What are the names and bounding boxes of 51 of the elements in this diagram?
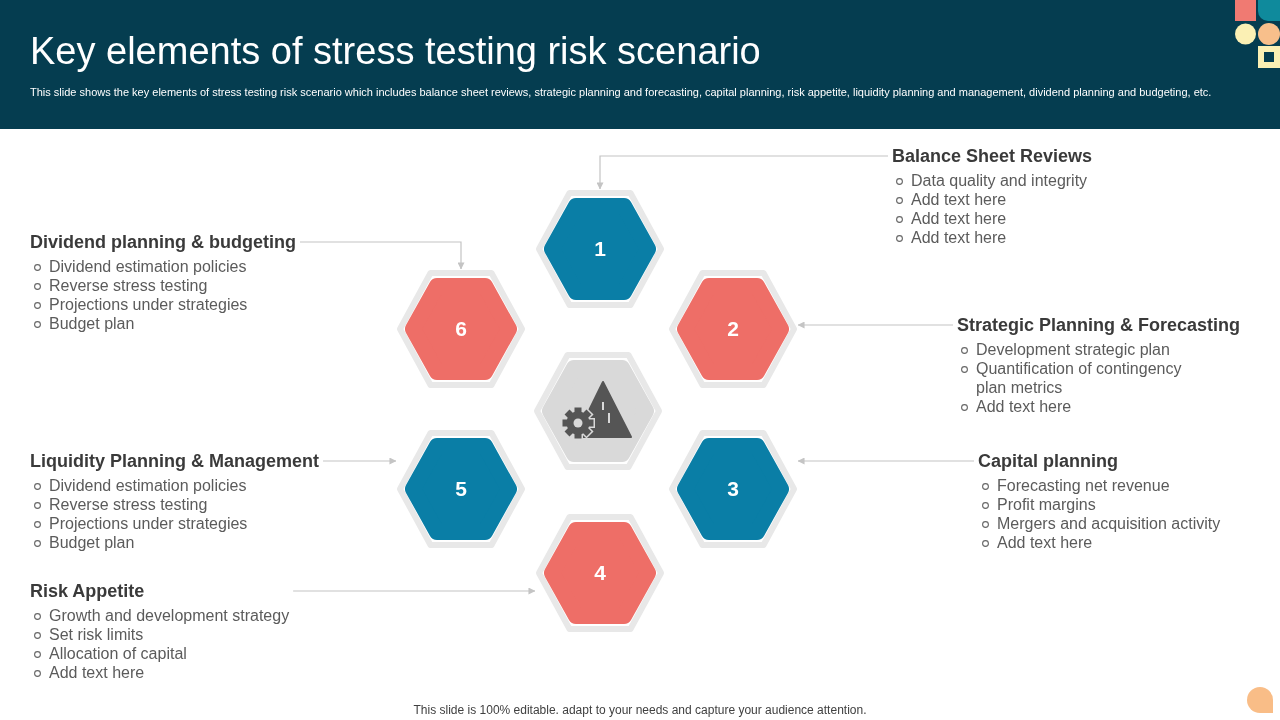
list-item: Set risk limits [49,625,144,644]
list-item: Budget plan [49,314,135,333]
list-item: Forecasting net revenue [997,476,1170,495]
step-number: 6 [455,317,467,341]
list-item: Reverse stress testing [49,495,208,514]
list-item: Reverse stress testing [49,276,208,295]
arrow [797,321,954,329]
heading: Liquidity Planning & Management [30,451,319,471]
heading: Strategic Planning & Forecasting [957,315,1241,335]
hexagon [396,269,526,389]
list-item: Budget plan [49,533,135,552]
list-item: Add text here [997,533,1093,552]
heading: Capital planning [978,451,1118,471]
hexagon [535,513,665,633]
step-number: 5 [455,477,467,501]
hexagon [533,351,663,471]
list-item: Growth and development strategy [49,606,290,625]
list-item: Projections under strategies [49,514,248,533]
hexagon [535,189,665,309]
list-item: Add text here [49,663,145,682]
list-item: Add text here [911,209,1007,228]
step-number: 4 [594,561,606,585]
list-item: Allocation of capital [49,644,187,663]
list-item: Add text here [976,397,1072,416]
step-number: 1 [594,237,606,261]
footer-note: This slide is 100% editable. adapt to your needs and capture your audience attention. [413,703,867,718]
arrow [292,587,536,595]
arrow [322,457,397,465]
list-item: Projections under strategies [49,295,248,314]
hexagon [396,429,526,549]
hexagon [668,269,798,389]
subtitle: This slide shows the key elements of stress testing risk scenario which includes balance sheet reviews, strategic planning and forecasting, capital planning, risk appetite, liquidity planning and management, dividend planning and budgeting, etc. [30,85,1213,99]
list-item: Dividend estimation policies [49,476,247,495]
list-item: Profit margins [997,495,1096,514]
step-number: 3 [727,477,739,501]
heading: Risk Appetite [30,581,145,601]
arrow [299,241,465,270]
list-item: Development strategic plan [976,340,1170,359]
list-item: Add text here [911,228,1007,247]
step-number: 2 [727,317,739,341]
heading: Dividend planning & budgeting [30,232,296,252]
heading: Balance Sheet Reviews [892,146,1093,166]
arrow [797,457,975,465]
list-item: Mergers and acquisition activity [997,514,1221,533]
arrow [596,155,889,190]
hexagon [668,429,798,549]
list-item: Quantification of contingency plan metrics [976,359,1183,397]
list-item: Add text here [911,190,1007,209]
list-item: Dividend estimation policies [49,257,247,276]
list-item: Data quality and integrity [911,171,1088,190]
slide-title: Key elements of stress testing risk scenario [30,29,761,73]
